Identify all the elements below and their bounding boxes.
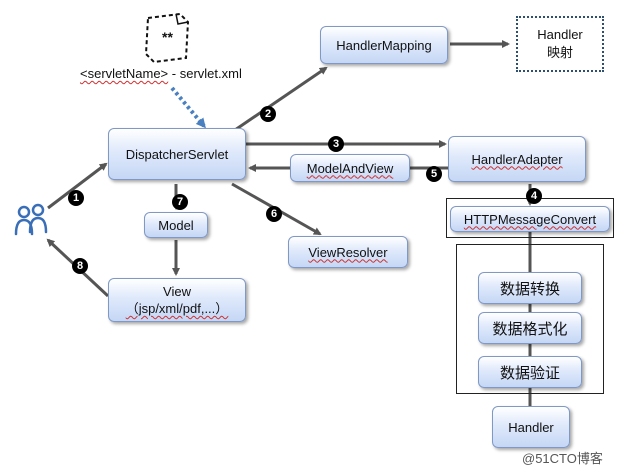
handler-label: Handler xyxy=(508,419,554,435)
arrow-dispatcher-to-mapping xyxy=(231,66,328,134)
step-badge-8: 8 xyxy=(72,258,88,274)
model-box[interactable]: Model xyxy=(144,212,208,238)
config-doc-glyph: ** xyxy=(162,29,173,45)
step-badge-5: 5 xyxy=(426,166,442,182)
data-formatting-label: 数据格式化 xyxy=(492,320,568,338)
http-message-convert-box[interactable]: HTTPMessageConvert xyxy=(450,206,610,232)
servlet-name-tag: <servletName> xyxy=(80,66,169,81)
arrow-user-to-dispatcher xyxy=(47,162,108,210)
dispatcher-servlet-label: DispatcherServlet xyxy=(125,146,229,162)
step-badge-2: 2 xyxy=(260,106,276,122)
step-badge-1: 1 xyxy=(68,190,84,206)
handler-adapter-box[interactable]: HandlerAdapter xyxy=(448,136,586,182)
handler-box[interactable]: Handler xyxy=(492,406,570,448)
data-conversion-label: 数据转换 xyxy=(499,280,560,298)
http-message-convert-label: HTTPMessageConvert xyxy=(463,211,597,227)
view-resolver-box[interactable]: ViewResolver xyxy=(288,236,408,268)
handler-mapping-label: HandlerMapping xyxy=(336,37,432,53)
view-label: View xyxy=(163,284,191,299)
view-resolver-label: ViewResolver xyxy=(308,244,388,260)
servlet-xml-label: <servletName> - servlet.xml xyxy=(80,66,242,81)
model-label: Model xyxy=(158,217,194,233)
model-and-view-box[interactable]: ModelAndView xyxy=(290,154,410,182)
view-types-label: （jsp/xml/pdf,...） xyxy=(125,301,229,316)
view-box[interactable]: View （jsp/xml/pdf,...） xyxy=(108,278,246,322)
handler-mapping-result-line2: 映射 xyxy=(546,45,573,60)
handler-mapping-result-box: Handler 映射 xyxy=(516,16,604,72)
model-and-view-label: ModelAndView xyxy=(306,160,394,176)
dispatcher-servlet-box[interactable]: DispatcherServlet xyxy=(108,128,246,180)
step-badge-6: 6 xyxy=(266,206,282,222)
step-badge-4: 4 xyxy=(526,188,542,204)
watermark: @51CTO博客 xyxy=(522,451,603,466)
step-badge-3: 3 xyxy=(328,136,344,152)
config-document-icon: ** xyxy=(144,12,190,64)
data-conversion-box[interactable]: 数据转换 xyxy=(478,272,582,304)
users-icon xyxy=(14,203,48,236)
handler-mapping-result-line1: Handler xyxy=(537,27,583,42)
arrow-config-to-dispatcher xyxy=(170,86,206,129)
data-processing-frame xyxy=(456,244,604,394)
handler-mapping-box[interactable]: HandlerMapping xyxy=(320,26,448,64)
data-formatting-box[interactable]: 数据格式化 xyxy=(478,312,582,344)
handler-adapter-label: HandlerAdapter xyxy=(471,151,563,167)
step-badge-7: 7 xyxy=(172,194,188,210)
data-validation-box[interactable]: 数据验证 xyxy=(478,356,582,388)
servlet-xml-suffix: - servlet.xml xyxy=(168,66,242,81)
data-validation-label: 数据验证 xyxy=(499,364,560,382)
